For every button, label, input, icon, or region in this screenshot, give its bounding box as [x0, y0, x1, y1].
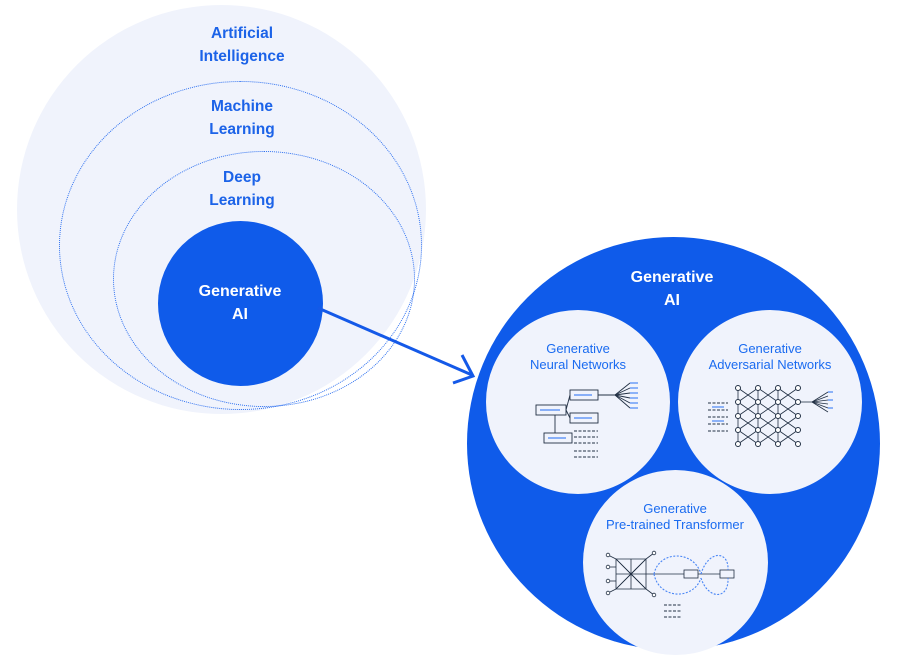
ml-label-line2: Learning — [209, 121, 275, 138]
gan-label-line2: Adversarial Networks — [708, 357, 832, 372]
adversarial-network-illustration-icon — [708, 385, 833, 447]
ai-label-line2: Intelligence — [199, 48, 285, 65]
gai-small-line1: Generative — [198, 283, 282, 300]
generative-ai-small-label: Generative AI — [180, 280, 300, 326]
ml-label-line1: Machine — [210, 98, 273, 115]
gnn-circle — [486, 310, 670, 494]
neural-network-illustration-icon — [535, 382, 638, 458]
transformer-illustration-icon — [605, 550, 735, 618]
gpt-label-line2: Pre-trained Transformer — [606, 517, 744, 532]
machine-learning-label: Machine Learning — [182, 95, 302, 141]
gai-big-line1: Generative — [630, 269, 714, 286]
gai-big-line2: AI — [664, 292, 680, 309]
generative-ai-detail-title: Generative AI — [597, 266, 747, 312]
artificial-intelligence-label: Artificial Intelligence — [182, 22, 302, 68]
dl-label-line2: Learning — [209, 192, 275, 209]
ai-label-line1: Artificial — [210, 25, 273, 42]
gnn-label: Generative Neural Networks — [518, 341, 638, 373]
gan-label: Generative Adversarial Networks — [700, 341, 840, 373]
deep-learning-circle — [113, 151, 415, 407]
deep-learning-label: Deep Learning — [182, 166, 302, 212]
gnn-label-line1: Generative — [546, 341, 610, 356]
gpt-label: Generative Pre-trained Transformer — [600, 501, 750, 533]
gai-small-line2: AI — [232, 306, 248, 323]
gan-circle — [678, 310, 862, 494]
generative-ai-small-circle — [158, 221, 323, 386]
gpt-circle — [583, 470, 768, 655]
gpt-label-line1: Generative — [643, 501, 707, 516]
machine-learning-circle — [59, 81, 422, 410]
dl-label-line1: Deep — [223, 169, 261, 186]
gnn-label-line2: Neural Networks — [529, 357, 627, 372]
gan-label-line1: Generative — [738, 341, 802, 356]
